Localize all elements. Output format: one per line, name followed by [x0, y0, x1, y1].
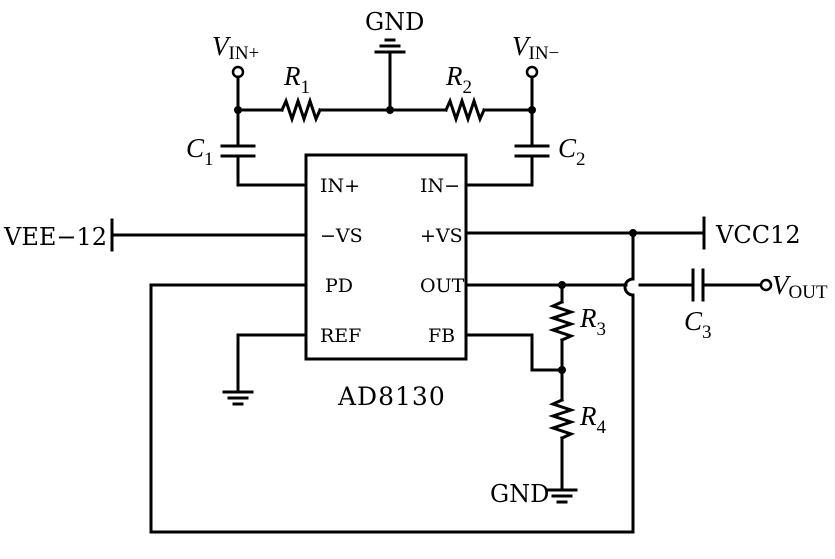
- c1-label: C1: [186, 133, 214, 170]
- pin-label-fb: FB: [428, 325, 455, 347]
- r1-resistor: [280, 96, 322, 124]
- c3-label: C3: [684, 306, 712, 343]
- r3-resistor: [548, 300, 576, 342]
- vout-label: VOUT: [772, 270, 828, 303]
- junction-dot: [386, 106, 394, 114]
- pin-label-in-plus: IN+: [320, 175, 360, 197]
- ad8130-chip-body: [304, 153, 468, 361]
- pin-label-out: OUT: [420, 275, 465, 297]
- vout-terminal: [759, 278, 773, 292]
- r2-label: R2: [445, 61, 472, 98]
- vin-plus-label: VIN+: [212, 31, 259, 64]
- junction-dot: [234, 106, 242, 114]
- pd-loop-wire: [149, 283, 635, 534]
- pin-label-plus-vs: +VS: [420, 225, 463, 247]
- ref-wire: [236, 333, 308, 392]
- c2-wire-bottom: [464, 154, 534, 187]
- c1-wire-bottom: [236, 154, 308, 187]
- pin-label-minus-vs: −VS: [320, 225, 363, 247]
- pin-label-in-minus: IN−: [420, 175, 460, 197]
- r3-label: R3: [579, 303, 606, 340]
- vin-minus-label: VIN−: [512, 31, 559, 64]
- gnd-top-label: GND: [365, 8, 424, 36]
- pin-label-pd: PD: [325, 275, 353, 297]
- pin-label-ref: REF: [320, 325, 361, 347]
- vcc-label: VCC12: [715, 221, 801, 249]
- gnd-bottom-label: GND: [490, 480, 549, 508]
- fb-wire: [464, 333, 564, 372]
- wire-crossover-hop: [623, 277, 635, 297]
- chip-name-label: AD8130: [337, 382, 446, 411]
- r4-resistor: [548, 398, 576, 440]
- r2-resistor: [444, 96, 486, 124]
- r4-label: R4: [579, 401, 607, 438]
- c2-label: C2: [558, 133, 586, 170]
- vee-label: VEE−12: [3, 223, 107, 251]
- junction-dot: [528, 106, 536, 114]
- r1-label: R1: [283, 61, 310, 98]
